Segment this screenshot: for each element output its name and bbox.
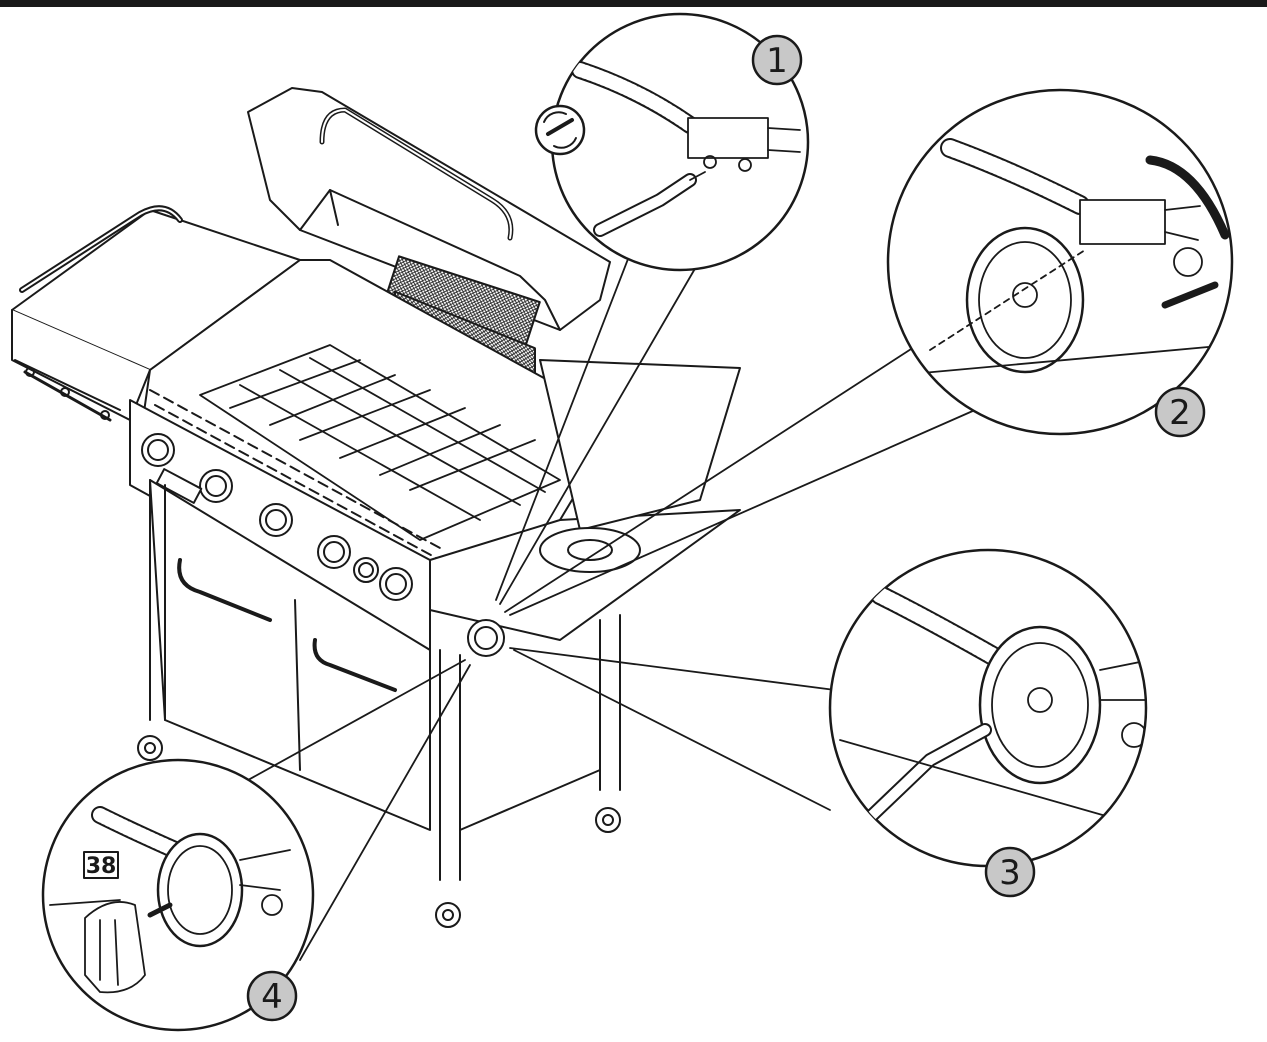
burner-control-knobs [141, 433, 413, 601]
control-knob [317, 535, 351, 569]
door-handle [312, 638, 397, 692]
part-label: 38 [86, 854, 117, 879]
step-number-3: 3 [999, 853, 1021, 893]
grill-illustration [11, 87, 741, 928]
side-burner-shelf [429, 509, 741, 641]
detail-circle-2: 2 [886, 88, 1234, 438]
brand-plate [155, 468, 203, 504]
detail-circle-3: 3 [828, 548, 1148, 898]
step-number-2: 2 [1169, 393, 1191, 433]
cabinet [149, 479, 431, 831]
door-handle [177, 558, 272, 622]
control-knob [141, 433, 175, 467]
caster-wheels [137, 735, 621, 928]
screwdriver-rotate-icon [534, 104, 586, 156]
control-knob [353, 557, 379, 583]
control-knob [259, 503, 293, 537]
detail-circle-4: 38 4 [41, 758, 315, 1032]
step-badge-4 [246, 970, 298, 1022]
step-badge-3 [984, 846, 1036, 898]
grill-lid [247, 87, 611, 331]
callout-leaders [229, 227, 976, 961]
valve-bezel [156, 832, 244, 948]
side-burner-knob [467, 619, 505, 657]
step-number-1: 1 [766, 41, 788, 81]
side-burner [539, 527, 641, 573]
control-knob [379, 567, 413, 601]
cooking-grates [199, 344, 561, 541]
step-number-4: 4 [261, 977, 283, 1017]
valve-bezel [965, 226, 1085, 374]
step-badge-1 [751, 34, 803, 86]
detail-circle-1: 1 [534, 12, 810, 272]
control-knob-part [84, 901, 146, 994]
valve-bezel [978, 625, 1102, 785]
part-label-box [83, 851, 119, 879]
step-badge-2 [1154, 386, 1206, 438]
top-border-bar [0, 0, 1267, 7]
control-knob [199, 469, 233, 503]
